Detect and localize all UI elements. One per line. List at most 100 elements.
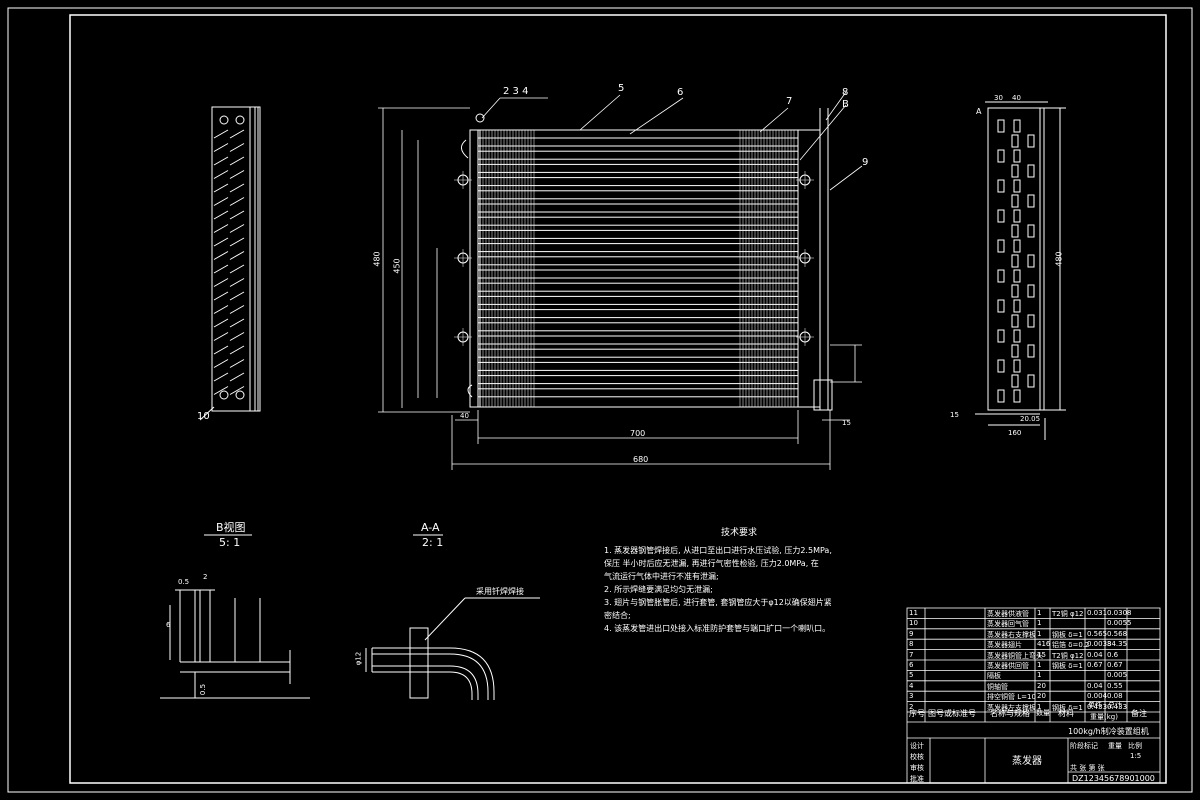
tube-section	[997, 329, 1005, 343]
view-aa-leader: 采用钎焊焊接	[476, 587, 524, 596]
tube-section	[997, 119, 1005, 133]
fin-slash	[229, 345, 245, 355]
balloon-10: 10	[197, 411, 210, 422]
fin-slash	[213, 345, 229, 355]
parts-cell: 1	[1037, 629, 1042, 638]
header-qty: 数量	[1036, 709, 1050, 717]
dim-right-offset: 15	[842, 419, 851, 427]
parts-cell: 0.04	[1087, 650, 1103, 659]
fin-slash	[213, 183, 229, 193]
tube-section	[1027, 374, 1035, 388]
role-approve: 批准	[910, 775, 924, 783]
sheet-info: 共 张 第 张	[1070, 764, 1105, 772]
right-side-view	[975, 101, 1066, 440]
fin-slash	[229, 291, 245, 301]
tube-section	[1011, 284, 1019, 298]
tech-item: 1. 蒸发器钢管焊接后, 从进口至出口进行水压试验, 压力2.5MPa,	[604, 546, 832, 555]
role-review: 审核	[910, 764, 924, 772]
fin-slash	[213, 278, 229, 287]
view-b-title: B视图	[216, 521, 246, 534]
fin-slash	[213, 224, 229, 233]
technical-requirements-heading: 技术要求	[720, 528, 757, 538]
fin-slash	[213, 264, 229, 274]
parts-cell: 蒸发器铜管上弯头	[987, 651, 1043, 660]
parts-cell: 0.031	[1087, 609, 1108, 617]
parts-cell: 20	[1037, 692, 1046, 701]
parts-cell: 0.04	[1087, 681, 1103, 690]
fin-slash	[213, 372, 229, 382]
view-aa-scale: 2: 1	[422, 536, 444, 549]
fin-slash	[229, 359, 245, 368]
tube-section	[1027, 314, 1035, 328]
tech-item: 4. 该蒸发管进出口处接入标准防护套管与端口扩口一个喇叭口。	[604, 624, 831, 633]
fin-slash	[229, 129, 245, 139]
parts-cell: 6	[909, 661, 914, 669]
parts-cell: 0.55	[1107, 681, 1123, 690]
fin-slash	[229, 332, 245, 341]
tech-item: 3. 翅片与钢管胀管后, 进行套管, 套钢管应大于φ12以确保翅片紧	[604, 598, 832, 607]
tube-row	[477, 203, 799, 213]
view-b-dim-top2: 2	[203, 573, 208, 581]
tube-section	[1013, 269, 1021, 283]
header-weight: 重量(kg)	[1090, 713, 1118, 721]
fin-slash	[213, 170, 229, 179]
tube-section	[1013, 239, 1021, 253]
tube-section	[1011, 224, 1019, 238]
parts-cell: 0.6	[1107, 650, 1119, 659]
fin-slash	[213, 332, 229, 341]
tech-item: 2. 所示焊缝要满足均匀无泄漏;	[604, 585, 713, 594]
dim-side-width: 160	[1008, 429, 1022, 437]
parts-cell: 0.08	[1107, 692, 1123, 701]
tube-section	[1011, 314, 1019, 328]
view-b-detail	[160, 534, 310, 699]
fin-slash	[213, 210, 229, 220]
view-b-dim-top: 0.5	[178, 578, 190, 586]
parts-cell: 蒸发器供回管	[987, 662, 1029, 670]
parts-cell: 0.005	[1107, 671, 1128, 680]
fin-slash	[213, 156, 229, 166]
parts-cell: 蒸发器右支撑板	[987, 630, 1036, 639]
parts-cell: 1	[1037, 671, 1042, 680]
tube-section	[1027, 134, 1035, 148]
parts-cell: 0.433	[1107, 702, 1128, 711]
parts-cell: T2铜 φ12	[1052, 610, 1084, 618]
dim-left-offset: 40	[460, 412, 469, 420]
tube-section	[997, 359, 1005, 373]
tube-section	[1011, 194, 1019, 208]
parts-cell: 1	[1037, 619, 1042, 628]
technical-requirements: 技术要求 1. 蒸发器钢管焊接后, 从进口至出口进行水压试验, 压力2.5MPa…	[604, 527, 874, 635]
view-b-dim-bottom: 0.5	[199, 683, 208, 696]
fin-slash	[213, 237, 229, 247]
scale-value: 1:5	[1130, 752, 1142, 760]
tube-row	[477, 322, 799, 332]
fin-slash	[229, 197, 245, 206]
tube-section	[997, 209, 1005, 223]
parts-cell: 隔板	[987, 672, 1001, 681]
parts-cell: 2	[909, 702, 914, 711]
parts-cell: 5	[909, 671, 914, 680]
parts-cell: 11	[909, 609, 918, 617]
balloon-9: 9	[862, 157, 869, 168]
parts-cell: 蒸发器左支撑板	[987, 703, 1036, 712]
dim-side-left: 15	[950, 411, 959, 419]
parts-cell: 8	[909, 640, 914, 649]
parts-cell: 0.565	[1087, 629, 1108, 638]
tube-section	[997, 239, 1005, 253]
parts-cell: 15	[1037, 650, 1046, 659]
fin-slash	[213, 197, 229, 206]
parts-cell: 蒸发器回气管	[987, 620, 1029, 629]
parts-cell: 416	[1037, 640, 1051, 649]
balloon-6: 6	[677, 87, 684, 98]
view-b-dim-side: 6	[166, 621, 171, 629]
fin-slash	[229, 143, 245, 152]
tube-section	[997, 299, 1005, 313]
title-block-frame	[906, 607, 1161, 784]
parts-cell: 0.0038	[1087, 640, 1112, 649]
fin-slash	[229, 372, 245, 382]
parts-cell: 1	[1037, 661, 1042, 669]
parts-cell: 0.67	[1107, 661, 1123, 669]
assembly-subtitle: 100kg/h制冷装置组机	[1068, 727, 1149, 736]
parts-cell: 铜轴管	[987, 682, 1008, 691]
dim-side-height: 480	[1054, 251, 1064, 267]
tube-row	[477, 295, 799, 305]
